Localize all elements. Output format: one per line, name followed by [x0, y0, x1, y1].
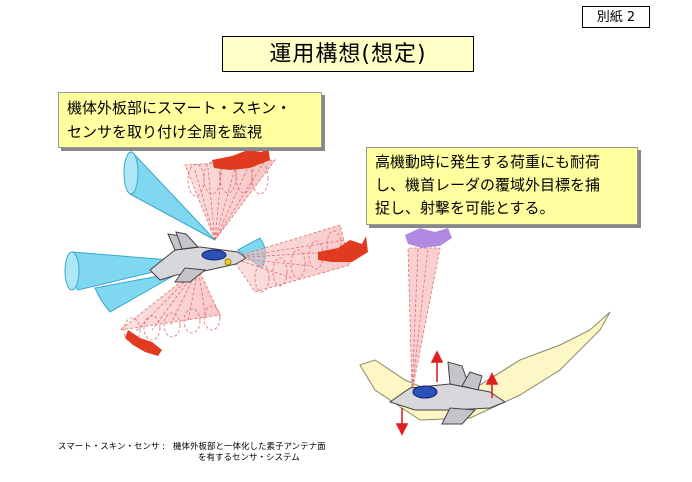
sensor-cone-top	[123, 151, 216, 241]
callout-left-line2: センサを取り付け全周を監視	[67, 123, 263, 141]
target-aircraft-bottom	[125, 330, 162, 356]
load-arrows	[395, 350, 499, 436]
callout-right-line1: 高機動時に発生する荷重にも耐荷	[375, 153, 601, 171]
callout-right-line3: 捉し、射撃を可能とする。	[375, 199, 555, 217]
callout-skin-sensor: 機体外板部にスマート・スキン・ センサを取り付け全周を監視	[58, 92, 322, 148]
target-aircraft-right	[318, 236, 368, 262]
beam-fan-upper	[184, 159, 276, 241]
footnote-definition-line1: 機体外板部と一体化した素子アンテナ面	[173, 442, 326, 452]
callout-left-line1: 機体外板部にスマート・スキン・	[67, 99, 292, 117]
page-title: 運用構想(想定)	[222, 36, 474, 72]
target-aircraft-purple	[405, 228, 452, 248]
footnote-definition-line2: を有するセンサ・システム	[198, 453, 300, 463]
callout-high-maneuver: 高機動時に発生する荷重にも耐荷 し、機首レーダの覆域外目標を捕 捉し、射撃を可能…	[366, 147, 638, 225]
sensor-cone-bottom-left	[94, 271, 181, 313]
footnote-term: スマート・スキン・センサ	[58, 442, 160, 452]
fighter-jet-left	[149, 231, 247, 283]
beam-up-right	[407, 247, 441, 393]
attachment-badge: 別紙 2	[582, 6, 650, 28]
beam-fan-lower	[118, 267, 221, 343]
callout-right-line2: し、機首レーダの覆域外目標を捕	[375, 176, 601, 194]
target-aircraft-top	[212, 145, 270, 170]
footnote-separator: :	[162, 442, 165, 452]
fighter-jet-right	[388, 361, 507, 425]
